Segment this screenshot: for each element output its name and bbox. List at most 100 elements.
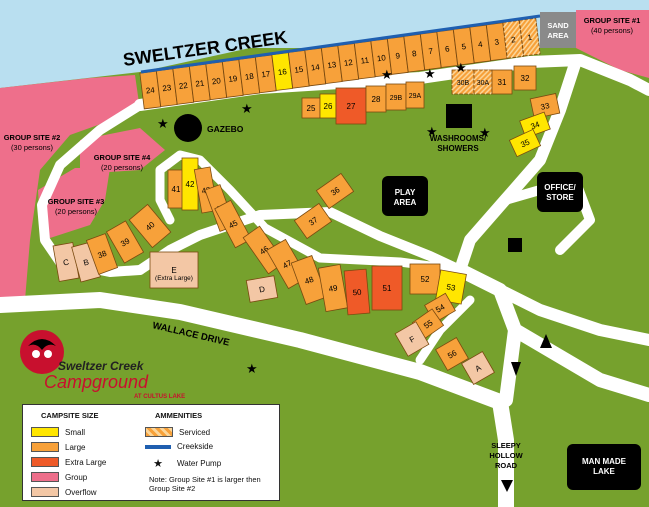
campsite-36: 36 (315, 172, 355, 210)
water-pump-icon: ★ (241, 101, 253, 116)
campsite-label: 21 (195, 79, 205, 89)
serviced-hatch (532, 46, 540, 56)
campsite-31: 31 (491, 69, 513, 95)
campsite-label: 22 (178, 81, 188, 91)
campsite-33: 33 (529, 93, 561, 119)
sand-area-label: SAND (547, 21, 569, 30)
legend-label: Overflow (65, 487, 97, 497)
play-area (382, 176, 428, 216)
serviced-hatch (523, 36, 539, 56)
other-sites: 2526272829B29A30B30A31323334353637414243… (52, 65, 561, 385)
campsite-2: 2 (502, 20, 525, 59)
water-pump-icon: ★ (246, 361, 258, 376)
campsite-34: 34 (519, 111, 551, 139)
campsite-a: A (461, 351, 495, 385)
legend-label: Large (65, 442, 86, 452)
legend-item-extra-large: Extra Large (31, 457, 106, 467)
serviced-hatch (457, 77, 475, 95)
campsite-label: 35 (519, 137, 531, 149)
campsite-plot (513, 65, 537, 91)
water-pump-icon: ★ (426, 124, 438, 139)
campsite-38: 38 (85, 233, 119, 275)
legend-label: Extra Large (65, 457, 107, 467)
campsite-41: 41 (167, 169, 185, 209)
campsite-52: 52 (409, 263, 441, 295)
campsite-label: 14 (310, 62, 320, 72)
campsite-label: 19 (228, 74, 238, 84)
man-made-lake (567, 444, 641, 490)
campsite-42: 42 (181, 157, 199, 211)
serviced-hatch (503, 20, 514, 33)
serviced-hatch (520, 53, 524, 58)
campsite-plot (491, 69, 513, 95)
gazebo-label: GAZEBO (207, 124, 244, 134)
legend-swatch (31, 442, 59, 452)
creekside-line (140, 14, 541, 74)
campsite-label: 27 (347, 102, 356, 111)
campsite-label: 13 (327, 60, 337, 70)
campsite-plot (343, 268, 371, 316)
serviced-hatch (484, 86, 493, 95)
group-site-3-label: GROUP SITE #3 (48, 197, 105, 206)
campsite-plot (293, 202, 333, 240)
campsite-label: 33 (540, 101, 551, 112)
campsite-e: E (149, 251, 199, 289)
campsite-label: C (62, 258, 69, 268)
play-area-label: PLAY (395, 188, 416, 197)
campsite-30b: 30B (451, 69, 475, 95)
campsite-label: 42 (186, 180, 195, 189)
serviced-hatch (521, 26, 538, 46)
legend-swatch (31, 427, 59, 437)
serviced-hatch (521, 21, 537, 41)
campsite-plot (405, 81, 425, 109)
group-site-1-area (576, 10, 649, 78)
campsite-label: 31 (498, 78, 507, 87)
logo-emblem-eye (32, 350, 40, 358)
lake-label-2: LAKE (593, 467, 615, 476)
group-site-2-label: GROUP SITE #2 (4, 133, 61, 142)
campsite-39: 39 (105, 220, 145, 264)
campsite-label: 11 (360, 56, 370, 66)
washrooms-label: WASHROOMS/ (430, 134, 487, 143)
campsite-label: 24 (145, 85, 155, 95)
campsite-plot (409, 263, 441, 295)
inner-loop-road (135, 207, 465, 275)
campsite-26: 26 (319, 93, 337, 119)
group-site-4-label: GROUP SITE #4 (94, 153, 151, 162)
legend-swatch (31, 487, 59, 497)
site-e-note: (Extra Large) (155, 275, 193, 282)
legend-note: Note: Group Site #1 is larger then Group… (149, 475, 261, 493)
serviced-hatch (473, 71, 493, 91)
group-site-1-capacity: (40 persons) (591, 26, 634, 35)
arrow-down-icon (511, 362, 521, 376)
washrooms-icon (446, 104, 472, 128)
serviced-hatch (474, 76, 493, 95)
campsite-27: 27 (335, 87, 367, 125)
blue-line-icon (145, 444, 171, 449)
sand-area-label-2: AREA (547, 31, 569, 40)
campsite-label: F (408, 334, 417, 344)
lake-label: MAN MADE (582, 457, 627, 466)
campsite-label: 8 (412, 49, 418, 59)
serviced-hatch (520, 17, 535, 36)
campsite-label: 29B (390, 95, 403, 102)
campsite-plot (461, 351, 495, 385)
campsite-30a: 30A (473, 69, 493, 95)
campsite-label: 7 (428, 47, 434, 57)
campsite-label: 17 (261, 69, 271, 79)
road-arrows (501, 334, 552, 492)
serviced-hatch (467, 87, 475, 95)
campsite-label: 53 (446, 282, 457, 293)
logo-emblem-eye (44, 350, 52, 358)
campsite-label: 1 (527, 33, 533, 43)
campsite-29b: 29B (385, 83, 407, 111)
serviced-hatch (451, 69, 458, 76)
logo-line-3: AT CULTUS LAKE (134, 394, 185, 400)
store-label: STORE (546, 193, 574, 202)
serviced-hatch (505, 33, 522, 53)
serviced-hatch (473, 69, 490, 86)
campsite-label: 9 (395, 51, 401, 61)
legend-item-serviced: Serviced (145, 427, 210, 437)
water-pump-icon: ★ (424, 66, 436, 81)
